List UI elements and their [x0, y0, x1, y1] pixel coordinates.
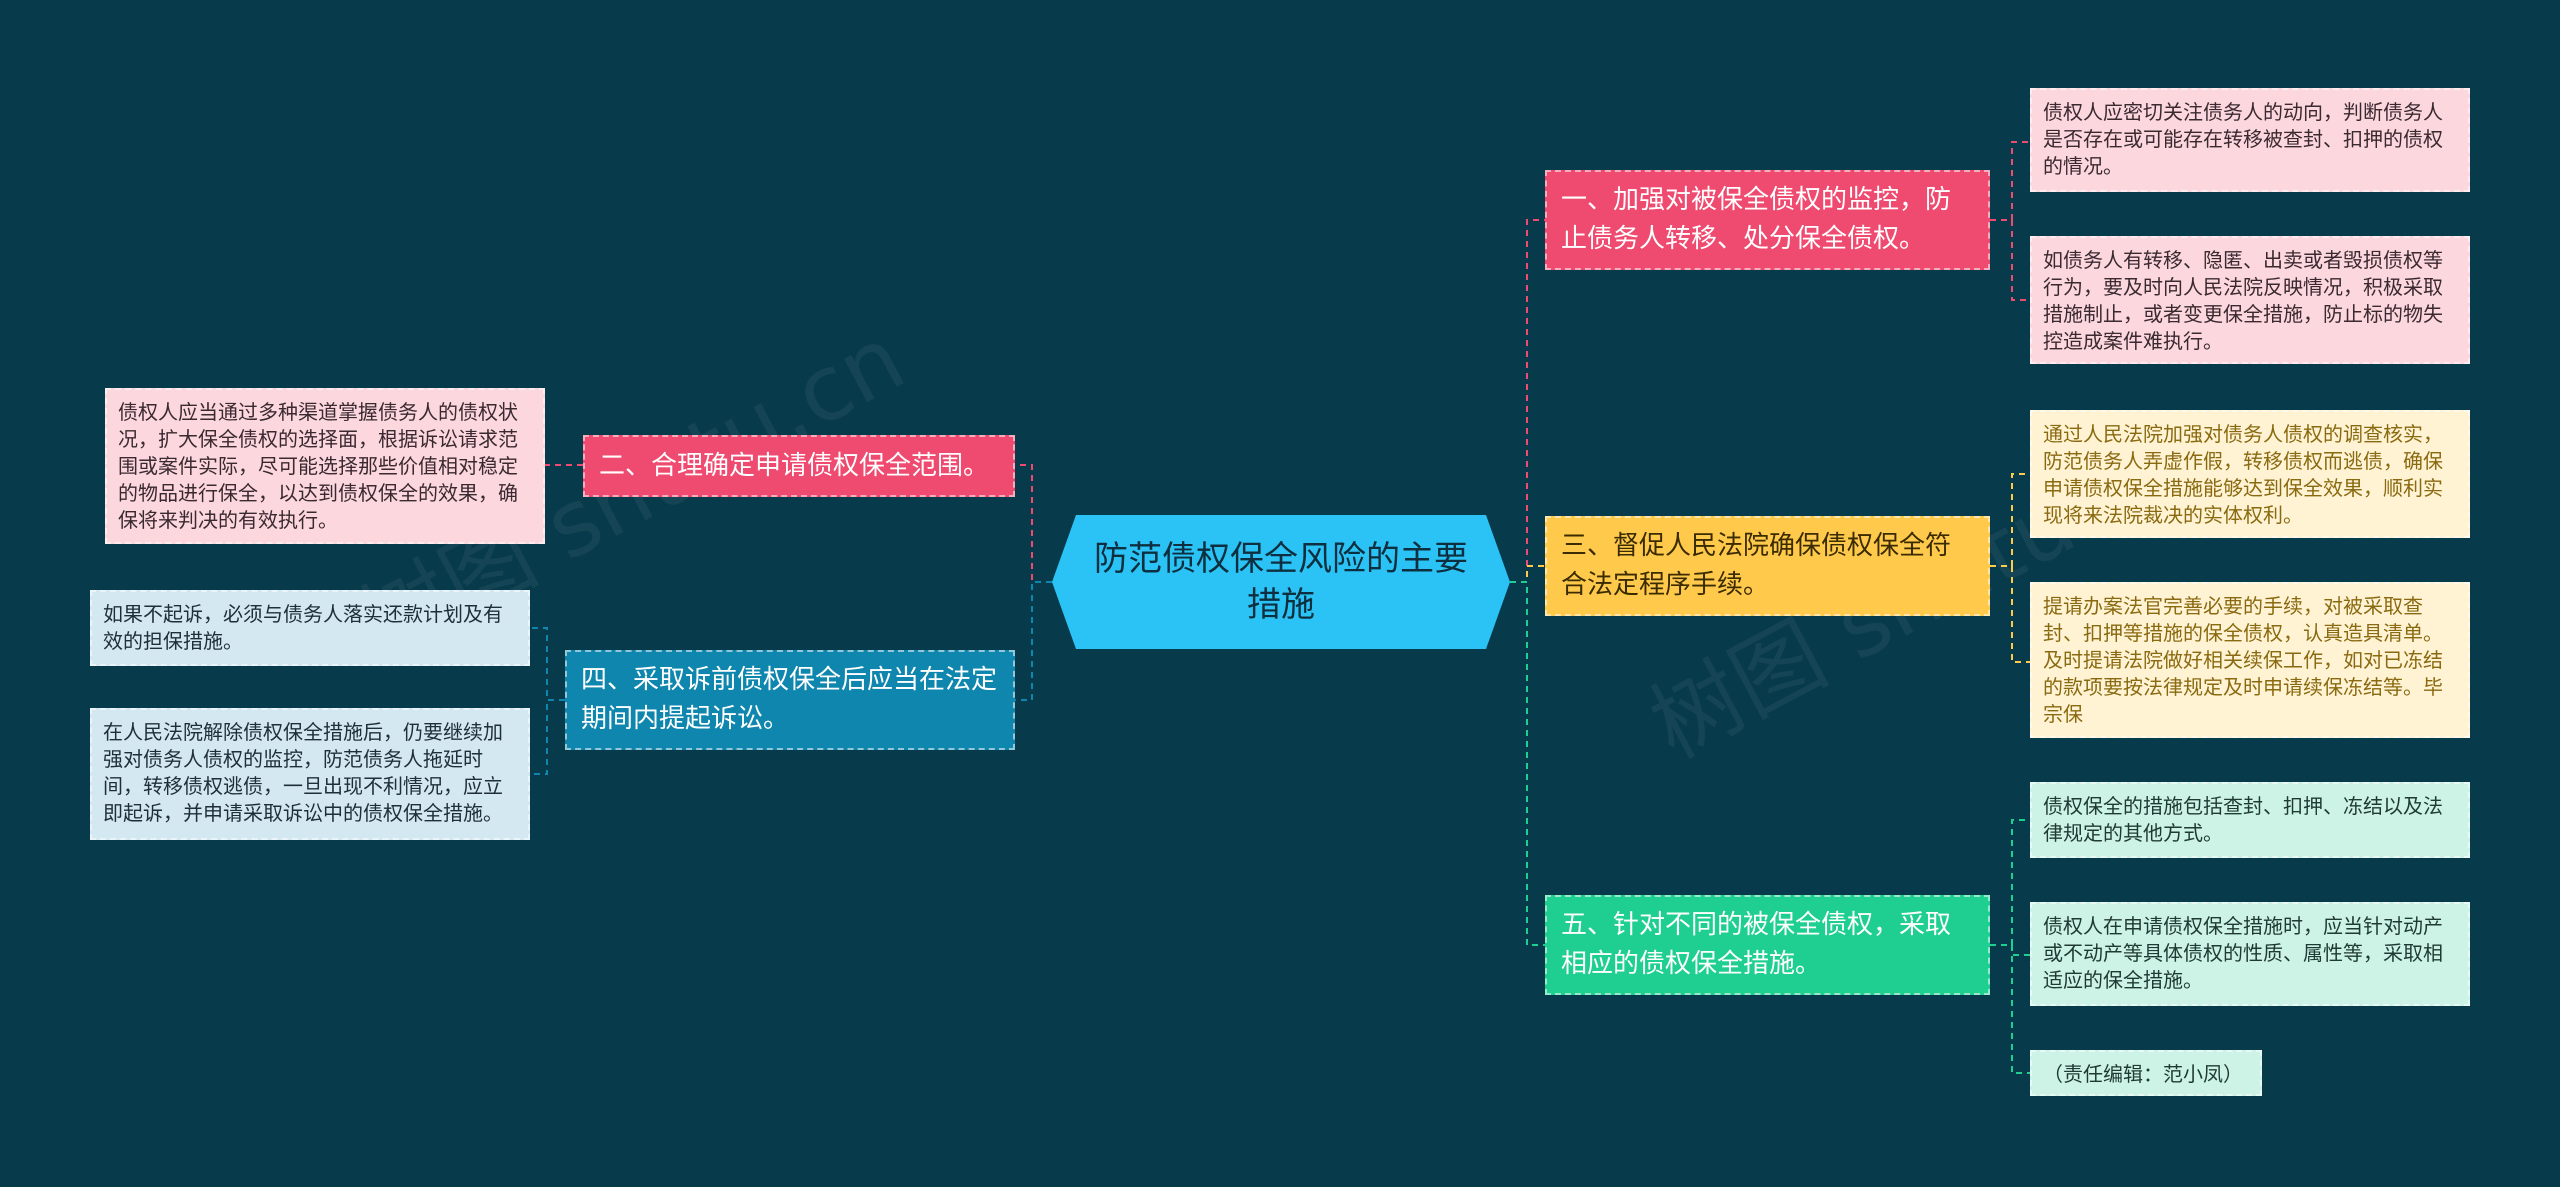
branch-3[interactable]: 三、督促人民法院确保债权保全符合法定程序手续。 — [1545, 516, 1990, 616]
branch-5[interactable]: 五、针对不同的被保全债权，采取相应的债权保全措施。 — [1545, 895, 1990, 995]
connector-b5 — [1510, 581, 1545, 946]
connector-l1b — [1990, 219, 2030, 301]
branch-1-label: 一、加强对被保全债权的监控，防止债务人转移、处分保全债权。 — [1561, 185, 1952, 254]
leaf-5c-text: （责任编辑：范小凤） — [2043, 1062, 2243, 1086]
branch-5-label: 五、针对不同的被保全债权，采取相应的债权保全措施。 — [1561, 910, 1952, 979]
connector-l1a — [1990, 141, 2030, 221]
connector-l5c — [1990, 944, 2030, 1074]
branch-4[interactable]: 四、采取诉前债权保全后应当在法定期间内提起诉讼。 — [565, 650, 1015, 750]
branch-2-label: 二、合理确定申请债权保全范围。 — [599, 450, 990, 481]
leaf-5a[interactable]: 债权保全的措施包括查封、扣押、冻结以及法律规定的其他方式。 — [2030, 782, 2470, 858]
leaf-3b-text: 提请办案法官完善必要的手续，对被采取查封、扣押等措施的保全债权，认真造具清单。及… — [2043, 594, 2443, 726]
root-title: 防范债权保全风险的主要措施 — [1094, 539, 1468, 625]
leaf-2a[interactable]: 债权人应当通过多种渠道掌握债务人的债权状况，扩大保全债权的选择面，根据诉讼请求范… — [105, 388, 545, 544]
leaf-1a-text: 债权人应密切关注债务人的动向，判断债务人是否存在或可能存在转移被查封、扣押的债权… — [2043, 100, 2443, 178]
leaf-4b[interactable]: 在人民法院解除债权保全措施后，仍要继续加强对债务人债权的监控，防范债务人拖延时间… — [90, 708, 530, 840]
leaf-1b-text: 如债务人有转移、隐匿、出卖或者毁损债权等行为，要及时向人民法院反映情况，积极采取… — [2043, 248, 2443, 353]
leaf-5a-text: 债权保全的措施包括查封、扣押、冻结以及法律规定的其他方式。 — [2043, 794, 2443, 845]
leaf-4b-text: 在人民法院解除债权保全措施后，仍要继续加强对债务人债权的监控，防范债务人拖延时间… — [103, 720, 503, 825]
leaf-4a-text: 如果不起诉，必须与债务人落实还款计划及有效的担保措施。 — [103, 602, 503, 653]
connector-b4 — [1015, 581, 1052, 701]
leaf-3b[interactable]: 提请办案法官完善必要的手续，对被采取查封、扣押等措施的保全债权，认真造具清单。及… — [2030, 582, 2470, 738]
leaf-5b[interactable]: 债权人在申请债权保全措施时，应当针对动产或不动产等具体债权的性质、属性等，采取相… — [2030, 902, 2470, 1006]
connector-l4b — [530, 699, 565, 775]
connector-l4a — [530, 627, 565, 701]
branch-4-label: 四、采取诉前债权保全后应当在法定期间内提起诉讼。 — [581, 665, 998, 734]
root-topic[interactable]: 防范债权保全风险的主要措施 — [1052, 515, 1510, 649]
leaf-3a-text: 通过人民法院加强对债务人债权的调查核实，防范债务人弄虚作假，转移债权而逃债，确保… — [2043, 422, 2443, 527]
leaf-2a-text: 债权人应当通过多种渠道掌握债务人的债权状况，扩大保全债权的选择面，根据诉讼请求范… — [118, 400, 518, 532]
connector-b1 — [1510, 219, 1545, 583]
leaf-5c[interactable]: （责任编辑：范小凤） — [2030, 1050, 2262, 1096]
connector-b2 — [1015, 464, 1052, 583]
leaf-4a[interactable]: 如果不起诉，必须与债务人落实还款计划及有效的担保措施。 — [90, 590, 530, 666]
leaf-5b-text: 债权人在申请债权保全措施时，应当针对动产或不动产等具体债权的性质、属性等，采取相… — [2043, 914, 2443, 992]
branch-2[interactable]: 二、合理确定申请债权保全范围。 — [583, 435, 1015, 497]
branch-3-label: 三、督促人民法院确保债权保全符合法定程序手续。 — [1561, 531, 1952, 600]
leaf-3a[interactable]: 通过人民法院加强对债务人债权的调查核实，防范债务人弄虚作假，转移债权而逃债，确保… — [2030, 410, 2470, 538]
connector-l5b — [1990, 944, 2030, 956]
connector-b3 — [1510, 565, 1545, 583]
leaf-1a[interactable]: 债权人应密切关注债务人的动向，判断债务人是否存在或可能存在转移被查封、扣押的债权… — [2030, 88, 2470, 192]
leaf-1b[interactable]: 如债务人有转移、隐匿、出卖或者毁损债权等行为，要及时向人民法院反映情况，积极采取… — [2030, 236, 2470, 364]
connector-l5a — [1990, 819, 2030, 946]
branch-1[interactable]: 一、加强对被保全债权的监控，防止债务人转移、处分保全债权。 — [1545, 170, 1990, 270]
